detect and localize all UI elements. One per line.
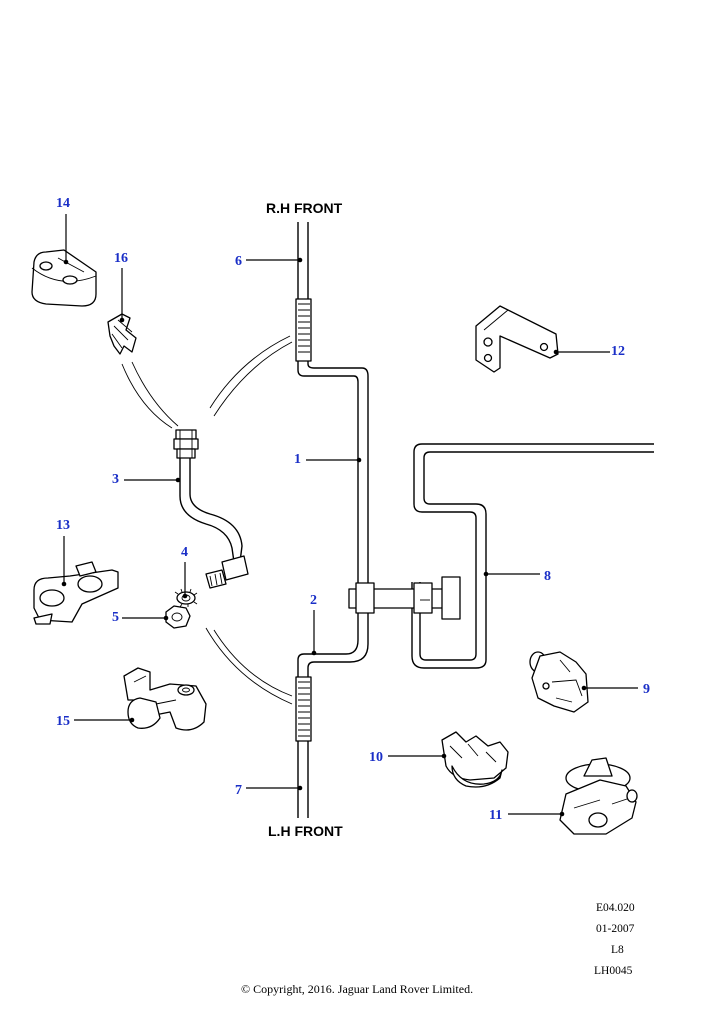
callout-13[interactable]: 13 bbox=[56, 518, 70, 533]
callout-2[interactable]: 2 bbox=[310, 593, 317, 608]
issue-date: 01-2007 bbox=[596, 923, 635, 935]
callout-14[interactable]: 14 bbox=[56, 196, 70, 211]
part-9-connector bbox=[529, 651, 589, 713]
part-10-clip bbox=[441, 731, 509, 788]
callout-4[interactable]: 4 bbox=[181, 545, 188, 560]
callout-3[interactable]: 3 bbox=[112, 472, 119, 487]
part-12-bracket bbox=[475, 305, 559, 373]
pipe-sleeve-lower bbox=[295, 676, 312, 742]
pipe-3 bbox=[173, 429, 249, 589]
callout-10[interactable]: 10 bbox=[369, 750, 383, 765]
callout-16[interactable]: 16 bbox=[114, 251, 128, 266]
part-5-nut bbox=[165, 605, 191, 629]
sheet-code: LH0045 bbox=[594, 965, 633, 977]
copyright-notice: © Copyright, 2016. Jaguar Land Rover Lim… bbox=[241, 982, 474, 996]
main-pipe-1 bbox=[297, 222, 369, 818]
callout-9[interactable]: 9 bbox=[643, 682, 650, 697]
callout-8[interactable]: 8 bbox=[544, 569, 551, 584]
callout-5[interactable]: 5 bbox=[112, 610, 119, 625]
part-15-stud-clip bbox=[123, 667, 207, 731]
guide-curves bbox=[121, 335, 293, 705]
part-16-spring-clip bbox=[107, 313, 137, 355]
leader-lines bbox=[61, 214, 638, 817]
lh-front-label: L.H FRONT bbox=[268, 823, 343, 839]
pipe-8 bbox=[411, 443, 654, 669]
junction-block bbox=[348, 576, 461, 620]
model-code: L8 bbox=[611, 944, 624, 956]
ref-code: E04.020 bbox=[596, 902, 635, 914]
callout-15[interactable]: 15 bbox=[56, 714, 70, 729]
part-13-pipe-clip bbox=[33, 561, 119, 625]
part-11-clip bbox=[559, 757, 638, 835]
pipe-sleeve-upper bbox=[295, 298, 312, 362]
callout-12[interactable]: 12 bbox=[611, 344, 625, 359]
callout-7[interactable]: 7 bbox=[235, 783, 242, 798]
callout-1[interactable]: 1 bbox=[294, 452, 301, 467]
rh-front-label: R.H FRONT bbox=[266, 200, 343, 216]
callout-6[interactable]: 6 bbox=[235, 254, 242, 269]
callout-11[interactable]: 11 bbox=[489, 808, 503, 823]
part-14-clip bbox=[31, 249, 97, 307]
